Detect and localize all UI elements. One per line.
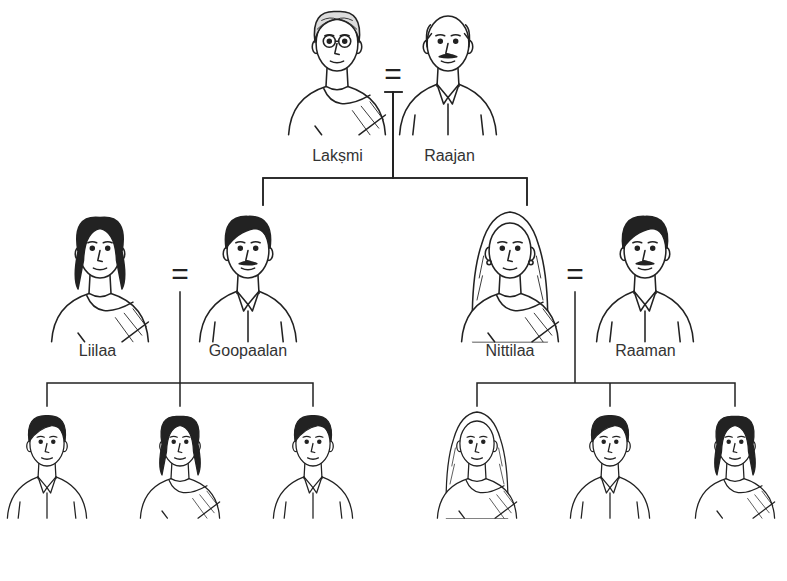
descent-line xyxy=(263,92,393,205)
person: Nittilaa xyxy=(455,205,565,363)
person: Lakṣmi xyxy=(290,0,385,168)
child-portrait xyxy=(140,416,219,518)
descent-line xyxy=(477,292,735,406)
descent-line xyxy=(263,92,402,205)
portrait xyxy=(400,16,497,135)
person: Raajan xyxy=(402,0,497,168)
portrait xyxy=(200,216,297,341)
descent-line xyxy=(393,92,527,205)
person: Liilaa xyxy=(30,205,165,363)
person-name: Raajan xyxy=(424,146,475,168)
child-portrait xyxy=(273,416,352,519)
child-portrait xyxy=(437,412,516,518)
child-portrait xyxy=(570,416,649,519)
person-name: Nittilaa xyxy=(486,341,535,363)
person-name: Lakṣmi xyxy=(312,146,363,168)
portrait xyxy=(462,212,559,342)
person-name: Raaman xyxy=(615,341,675,363)
marriage-sign: = xyxy=(566,259,584,289)
person-name: Goopaalan xyxy=(209,341,287,363)
person: Goopaalan xyxy=(193,205,303,363)
person-name: Liilaa xyxy=(79,341,116,363)
person: Raaman xyxy=(588,205,703,363)
marriage-sign: = xyxy=(171,259,189,289)
portrait xyxy=(289,11,386,134)
marriage-sign: = xyxy=(384,59,402,89)
child-portrait xyxy=(7,416,86,519)
descent-line xyxy=(47,292,313,406)
descent-line xyxy=(385,92,527,205)
child-portrait xyxy=(695,416,774,518)
portrait xyxy=(52,217,149,342)
portrait xyxy=(597,216,694,341)
